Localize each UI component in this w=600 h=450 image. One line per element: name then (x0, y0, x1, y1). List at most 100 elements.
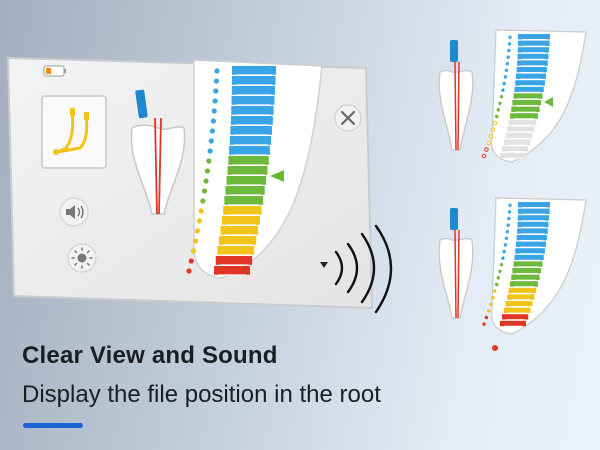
scale-segment (217, 246, 255, 255)
scale-dot (198, 208, 204, 214)
scale-segment (516, 241, 546, 247)
scale-segment (518, 34, 550, 40)
scale-dot (508, 203, 512, 208)
scale-dot (207, 148, 213, 154)
apex-connector-icon[interactable] (41, 95, 107, 169)
scale-dot (505, 229, 510, 234)
scale-segment (226, 176, 267, 185)
scale-dot (499, 262, 504, 267)
scale-segment (513, 261, 543, 267)
settings-button[interactable] (334, 104, 362, 132)
scale-segment (230, 126, 272, 135)
scale-dot (506, 223, 510, 227)
overshoot-dot (492, 345, 498, 351)
scale-segment (507, 294, 535, 300)
scale-segment (228, 156, 269, 165)
scale-segment (231, 86, 276, 95)
scale-segment (517, 215, 550, 221)
scale-segment (512, 100, 542, 106)
scale-dot (213, 78, 220, 84)
scale-segment (218, 236, 257, 245)
scale-dot (481, 153, 487, 159)
tooth-with-file-top (438, 40, 474, 151)
scale-dot (213, 88, 219, 94)
scale-dot (507, 216, 511, 221)
scale-segment (229, 146, 270, 155)
scale-segment (229, 136, 271, 145)
scale-segment (225, 186, 265, 195)
scale-segment (232, 66, 276, 75)
scale-dot (501, 88, 505, 92)
scale-dot (484, 147, 489, 152)
volume-button[interactable] (59, 197, 89, 227)
scale-segment (230, 116, 273, 125)
scale-dot (502, 81, 506, 86)
scale-dot (494, 114, 499, 119)
scale-segment (500, 152, 526, 159)
scale-dot (504, 68, 509, 73)
scale-dot (492, 120, 498, 126)
scale-dot (482, 322, 486, 326)
scale-segment (517, 47, 550, 53)
example-view-bottom (438, 197, 587, 351)
sound-waves-icon (334, 224, 393, 314)
scale-segment (508, 119, 537, 126)
scale-dot (203, 178, 209, 184)
scale-segment (231, 76, 276, 85)
scale-segment (220, 226, 259, 235)
example-view-top (438, 29, 587, 163)
scale-dot (494, 282, 499, 287)
scale-segment (508, 287, 537, 294)
scale-dot (501, 256, 505, 260)
scale-dot (503, 75, 508, 79)
position-arrow-top-icon (544, 97, 553, 107)
accent-underline (23, 423, 83, 428)
scale-segment (221, 216, 260, 225)
scale-segment (503, 307, 531, 313)
scale-dot (210, 118, 216, 124)
scale-dot (505, 61, 510, 66)
scale-dot (507, 48, 511, 53)
tooth-with-file-bottom (438, 208, 474, 319)
scale-dot (200, 198, 206, 204)
scale-dot (192, 238, 199, 244)
scale-dot (489, 302, 493, 307)
scale-dot (496, 276, 501, 280)
scale-segment (231, 106, 274, 115)
scale-dot (211, 108, 217, 114)
scale-segment (517, 228, 548, 234)
scale-segment (517, 60, 548, 66)
battery-low-icon (43, 65, 66, 77)
scale-segment (515, 80, 545, 86)
volume-icon (66, 205, 84, 219)
brightness-button[interactable] (67, 243, 97, 273)
caption-title: Clear View and Sound (22, 342, 278, 369)
scale-segment (514, 86, 544, 93)
scale-segment (513, 93, 543, 99)
scale-segment (224, 196, 264, 205)
scale-segment (215, 256, 253, 265)
scale-segment (231, 96, 275, 105)
scale-segment (518, 202, 550, 208)
scale-dot (212, 98, 218, 104)
scale-segment (214, 266, 250, 275)
file-handle-bottom (450, 208, 458, 230)
scale-segment (516, 67, 547, 73)
scale-segment (512, 268, 542, 274)
scale-segment (223, 206, 262, 215)
scale-segment (515, 248, 545, 254)
triangle-arrow-icon (320, 262, 328, 268)
scale-segment (503, 139, 531, 145)
scale-dot (186, 268, 192, 274)
scale-dot (507, 210, 512, 214)
scale-dot (488, 134, 494, 139)
scale-segment (517, 208, 550, 214)
scale-segment (227, 166, 268, 175)
caption-subtitle: Display the file position in the root (22, 381, 381, 408)
scale-dot (498, 101, 502, 106)
scale-dot (190, 248, 197, 254)
scale-segment (511, 106, 540, 112)
scale-dot (507, 42, 512, 46)
scale-dot (496, 108, 501, 112)
